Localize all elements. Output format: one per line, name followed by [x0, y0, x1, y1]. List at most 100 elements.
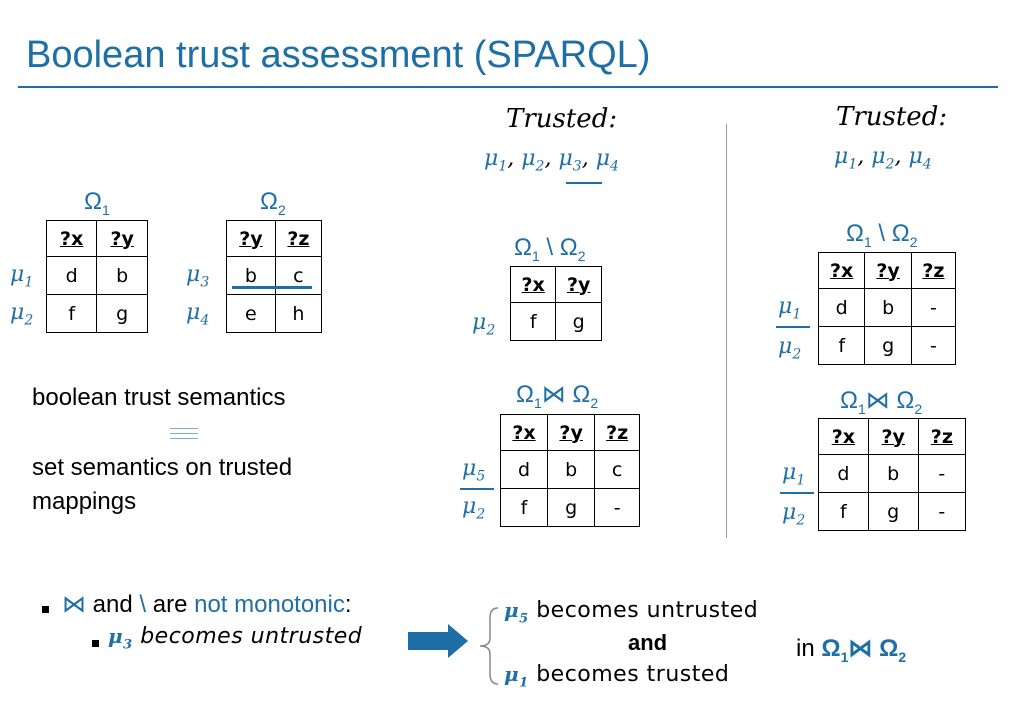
table-cell: d — [45, 256, 98, 295]
trusted-label-right: Trusted: — [836, 102, 948, 132]
brace-icon — [479, 607, 499, 685]
table-header: ?z — [274, 220, 323, 257]
mu1-trusted-line: μ1 becomes trusted — [504, 662, 730, 691]
arrow-right-icon — [408, 632, 450, 650]
bullet-monotonic: ⋈ and \ are not monotonic: — [62, 591, 352, 618]
mu-divider — [780, 492, 814, 494]
table-cell: b — [546, 450, 596, 489]
omega1-label: Ω1 — [84, 188, 110, 218]
left-join-label: Ω1⋈ Ω2 — [516, 381, 599, 411]
table-cell: - — [910, 326, 957, 365]
left-diff-label: Ω1 \ Ω2 — [514, 234, 586, 264]
table-header: ?x — [817, 252, 866, 289]
right-join-label: Ω1⋈ Ω2 — [840, 387, 923, 417]
and-label: and — [628, 630, 668, 655]
table-header: ?y — [867, 418, 919, 455]
semantics-line3: mappings — [32, 488, 137, 515]
trusted-mappings-left: μ1, μ2, μ3, μ4 — [484, 146, 619, 175]
omega2-label: Ω2 — [260, 188, 286, 218]
table-cell: e — [226, 294, 276, 333]
table-cell: - — [917, 454, 967, 493]
table-cell: d — [500, 450, 548, 489]
semantics-line1: boolean trust semantics — [32, 384, 286, 411]
table-header: ?x — [500, 414, 548, 451]
sub-bullet-marker — [92, 634, 99, 652]
table-header: ?x — [509, 266, 557, 303]
title-divider — [18, 86, 998, 88]
table-cell: g — [96, 294, 148, 333]
mu1-label: μ1 — [778, 294, 802, 323]
mu5-untrusted-line: μ5 becomes untrusted — [504, 598, 759, 627]
table-cell: c — [594, 450, 640, 489]
trusted-label-left: Trusted: — [506, 104, 618, 134]
table-cell: g — [555, 302, 602, 341]
page-title: Boolean trust assessment (SPARQL) — [26, 34, 651, 76]
table-cell: g — [864, 326, 912, 365]
table-cell: f — [817, 326, 866, 365]
strike-line — [566, 182, 602, 184]
strike-line — [232, 286, 312, 289]
table-header: ?z — [910, 252, 957, 289]
equivalence-icon — [170, 426, 198, 442]
join-icon: ⋈ — [62, 591, 86, 618]
table-header: ?y — [96, 220, 148, 257]
table-cell: d — [818, 454, 869, 493]
mu1-label: μ1 — [782, 460, 806, 489]
table-header: ?x — [818, 418, 869, 455]
table-cell: - — [594, 488, 640, 527]
sub-bullet-mu3: μ3 becomes untrusted — [108, 624, 363, 653]
table-cell: f — [818, 492, 869, 531]
right-diff-label: Ω1 \ Ω2 — [846, 220, 918, 250]
mu3-label: μ3 — [186, 262, 210, 291]
mu5-label: μ5 — [462, 456, 486, 485]
mu-divider — [776, 326, 810, 328]
mu2-label: μ2 — [10, 300, 34, 329]
table-cell: b — [96, 256, 148, 295]
trusted-mappings-right: μ1, μ2, μ4 — [834, 144, 932, 173]
column-divider — [726, 124, 727, 538]
mu2-label: μ2 — [782, 500, 806, 529]
arrow-head-icon — [448, 624, 468, 658]
semantics-line2: set semantics on trusted — [32, 454, 293, 481]
mu1-label: μ1 — [10, 262, 34, 291]
bullet-marker — [42, 600, 49, 618]
table-cell: b — [864, 288, 912, 327]
table-cell: f — [500, 488, 548, 527]
table-cell: g — [867, 492, 919, 531]
table-header: ?z — [594, 414, 640, 451]
mu2-label: μ2 — [472, 310, 496, 339]
table-cell: d — [817, 288, 866, 327]
mu4-label: μ4 — [186, 300, 210, 329]
table-header: ?y — [555, 266, 602, 303]
mu2-label: μ2 — [462, 494, 486, 523]
table-cell: h — [274, 294, 323, 333]
table-header: ?z — [917, 418, 967, 455]
table-header: ?y — [226, 220, 276, 257]
mu-divider — [460, 488, 494, 490]
mu2-label: μ2 — [778, 334, 802, 363]
table-header: ?x — [45, 220, 98, 257]
table-cell: - — [917, 492, 967, 531]
table-cell: - — [910, 288, 957, 327]
table-cell: f — [509, 302, 557, 341]
table-cell: g — [546, 488, 596, 527]
table-header: ?y — [546, 414, 596, 451]
in-join-expression: in Ω1⋈ Ω2 — [796, 635, 907, 665]
table-cell: b — [867, 454, 919, 493]
table-header: ?y — [864, 252, 912, 289]
